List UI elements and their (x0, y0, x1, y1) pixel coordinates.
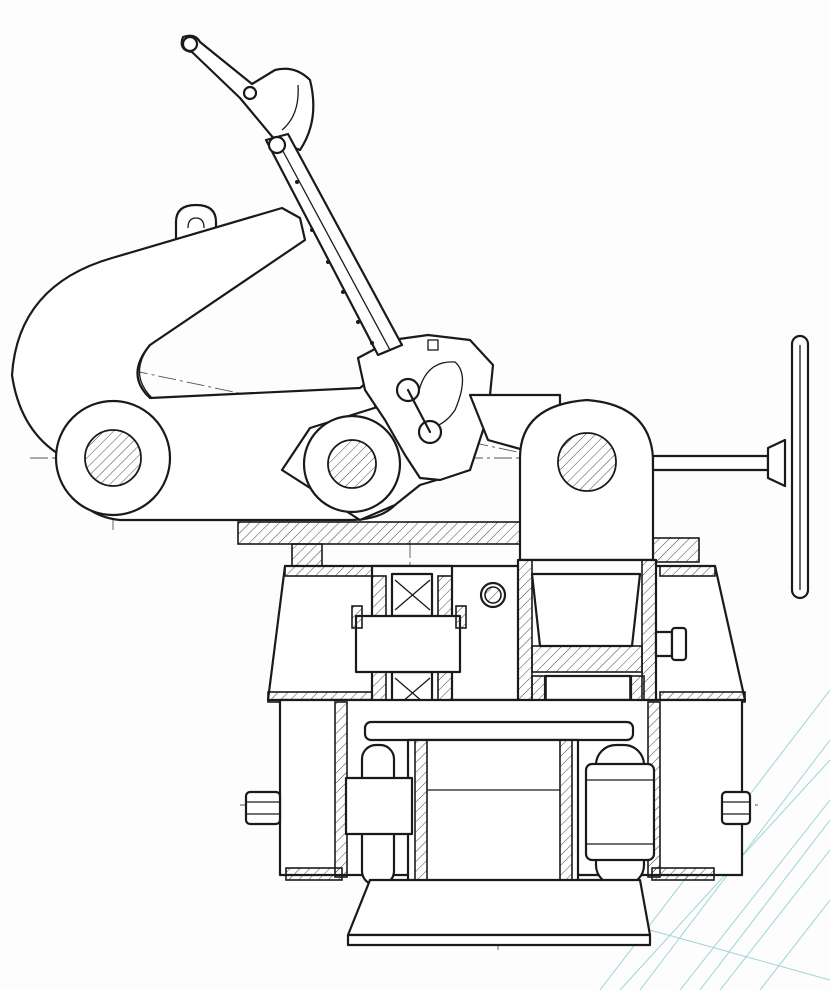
middle-roller-pin (302, 414, 402, 514)
handwheel[interactable] (790, 334, 810, 600)
screw-spindle (516, 558, 688, 712)
latch-lever[interactable] (180, 34, 315, 152)
main-pivot-pin (54, 399, 172, 517)
right-pivot-pin (518, 398, 655, 562)
handwheel-shaft (651, 438, 787, 488)
axle-bolts (244, 790, 752, 826)
locking-link (264, 132, 404, 357)
bearing-assembly (351, 564, 467, 720)
trolley-wheels (344, 743, 656, 887)
base-frame (346, 878, 652, 947)
cam-plate (356, 333, 495, 482)
base-plate (237, 521, 700, 567)
gear-pin (479, 581, 507, 609)
